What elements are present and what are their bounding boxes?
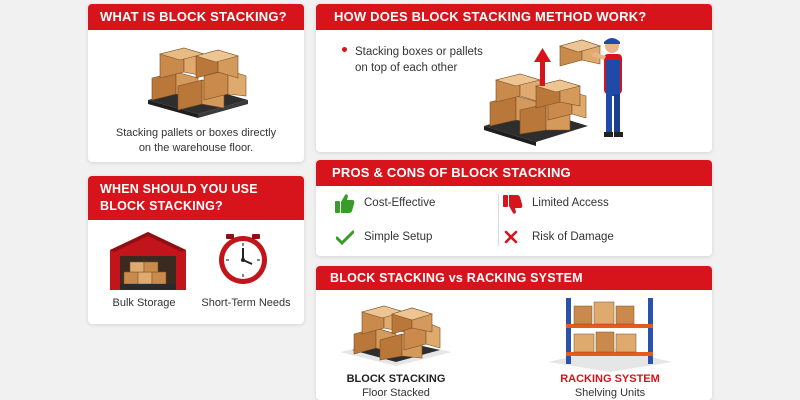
when-to-use-title: WHEN SHOULD YOU USE BLOCK STACKING?: [88, 176, 304, 220]
racking-system-illustration: [548, 298, 672, 372]
pallet-boxes-illustration: [148, 47, 248, 118]
when-to-use-card: WHEN SHOULD YOU USE BLOCK STACKING? Bulk: [88, 176, 304, 324]
thumbs-up-icon: [335, 194, 355, 213]
versus-left-title: BLOCK STACKING: [346, 373, 446, 385]
how-it-works-title: HOW DOES BLOCK STACKING METHOD WORK?: [316, 4, 712, 30]
thumbs-down-icon: [503, 195, 523, 214]
versus-title: BLOCK STACKING vs RACKING SYSTEM: [316, 266, 712, 290]
how-bullet-line2: on top of each other: [355, 62, 458, 74]
worker-stacking-illustration: [484, 38, 623, 146]
pros-cons-card: PROS & CONS OF BLOCK STACKING Cost-Effec…: [316, 160, 712, 256]
how-bullet-text1: Stacking boxes or pallets: [355, 46, 483, 58]
pro-cost-effective: Cost-Effective: [364, 197, 436, 209]
con-risk-of-damage: Risk of Damage: [532, 231, 614, 243]
when-item-short-term: Short-Term Needs: [201, 297, 291, 309]
pro-simple-setup: Simple Setup: [364, 231, 433, 243]
how-it-works-card: HOW DOES BLOCK STACKING METHOD WORK? Sta…: [316, 4, 712, 152]
how-bullet-line1: Stacking boxes or pallets: [342, 44, 483, 60]
versus-right-sub: Shelving Units: [574, 387, 646, 399]
pros-cons-divider: [498, 194, 499, 246]
bullet-dot: [342, 47, 347, 53]
when-item-bulk-storage: Bulk Storage: [112, 297, 176, 309]
what-is-title: WHAT IS BLOCK STACKING?: [88, 4, 304, 30]
checkmark-icon: [336, 230, 354, 246]
floor-stack-illustration: [340, 305, 452, 366]
clock-icon: [219, 234, 267, 284]
versus-card: BLOCK STACKING vs RACKING SYSTEM BLOCK S…: [316, 266, 712, 400]
versus-right-title: RACKING SYSTEM: [560, 373, 660, 385]
when-title-line1: WHEN SHOULD YOU USE: [100, 182, 258, 196]
what-is-caption-line2: on the warehouse floor.: [138, 142, 254, 154]
what-is-caption-line1: Stacking pallets or boxes directly: [115, 127, 277, 139]
x-mark-icon: [504, 230, 518, 244]
when-title-line2: BLOCK STACKING?: [100, 199, 223, 213]
warehouse-icon: [110, 232, 186, 290]
what-is-card: WHAT IS BLOCK STACKING? Stacking pallets…: [88, 4, 304, 162]
con-limited-access: Limited Access: [532, 197, 609, 209]
pros-cons-title: PROS & CONS OF BLOCK STACKING: [316, 160, 712, 186]
versus-left-sub: Floor Stacked: [362, 387, 430, 399]
